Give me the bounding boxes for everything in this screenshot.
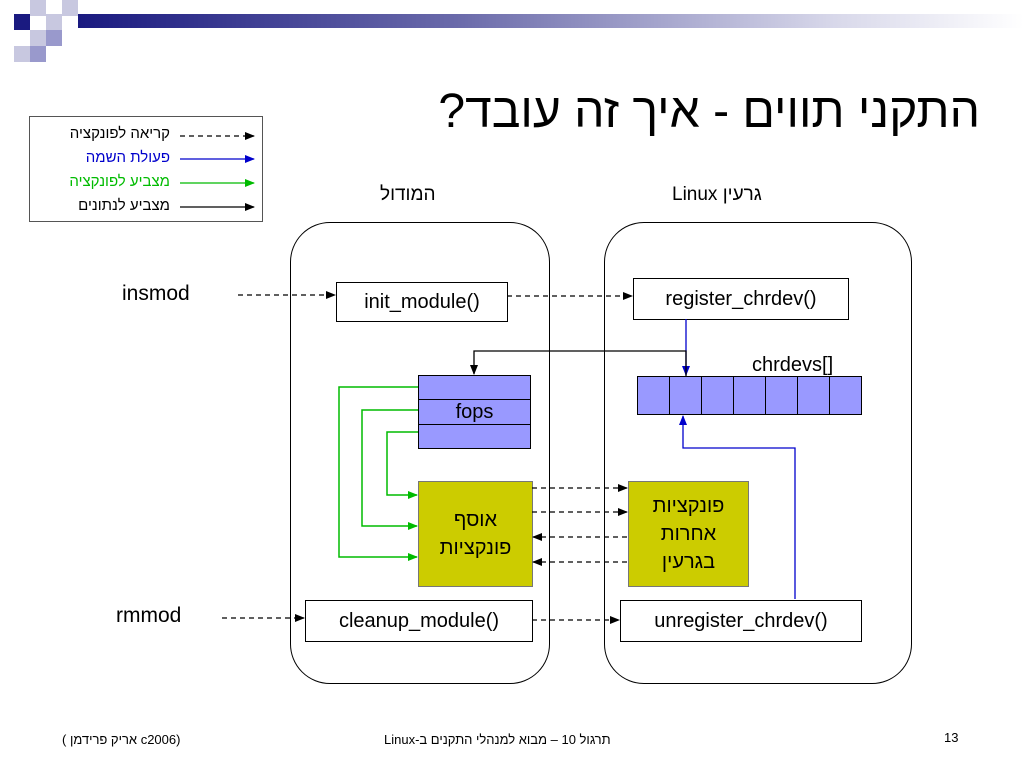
chrdevs-cell <box>637 376 670 415</box>
legend-label-func-ptr: מצביע לפונקציה <box>69 173 170 190</box>
slide-title: התקני תווים - איך זה עובד? <box>438 85 980 138</box>
arrow-fops-func-1 <box>338 386 418 561</box>
rmmod-label: rmmod <box>116 604 182 627</box>
unregister-chrdev-box: unregister_chrdev() <box>620 600 862 642</box>
arrow-fops-func-3 <box>386 431 418 499</box>
fops-label: fops <box>455 400 494 423</box>
fops-slot: fops <box>418 399 531 425</box>
chrdevs-cell <box>829 376 862 415</box>
fops-slot <box>418 375 531 400</box>
register-chrdev-box: register_chrdev() <box>633 278 849 320</box>
legend-label-assign: פעולת השמה <box>85 149 170 166</box>
arrow-chrdevs-fops <box>470 350 687 376</box>
kernel-other-functions-box: פונקציות אחרות בגרעין <box>628 481 749 587</box>
footer-course: תרגול 10 – מבוא למנהלי התקנים ב-Linux <box>384 732 611 747</box>
legend: קריאה לפונקציה פעולת השמה מצביע לפונקציה… <box>29 116 263 222</box>
arrow-unregister-assign <box>679 415 796 599</box>
module-functions-box: אוסף פונקציות <box>418 481 533 587</box>
legend-label-call: קריאה לפונקציה <box>69 125 170 142</box>
arrow-fops-func-2 <box>361 409 418 530</box>
kernel-column-header: גרעין Linux <box>672 184 762 205</box>
chrdevs-cell <box>765 376 798 415</box>
header-bar <box>78 14 1024 28</box>
insmod-label: insmod <box>122 282 190 305</box>
init-module-box: init_module() <box>336 282 508 322</box>
module-column-header: המודול <box>380 184 436 205</box>
legend-label-data-ptr: מצביע לנתונים <box>78 197 170 214</box>
chrdevs-label: chrdevs[] <box>752 354 834 376</box>
fops-slot <box>418 424 531 449</box>
chrdevs-cell <box>701 376 734 415</box>
cleanup-module-box: cleanup_module() <box>305 600 533 642</box>
footer-copyright: (c2006 אריק פרידמן ) <box>62 732 181 747</box>
page-number: 13 <box>944 730 959 745</box>
chrdevs-cell <box>669 376 702 415</box>
